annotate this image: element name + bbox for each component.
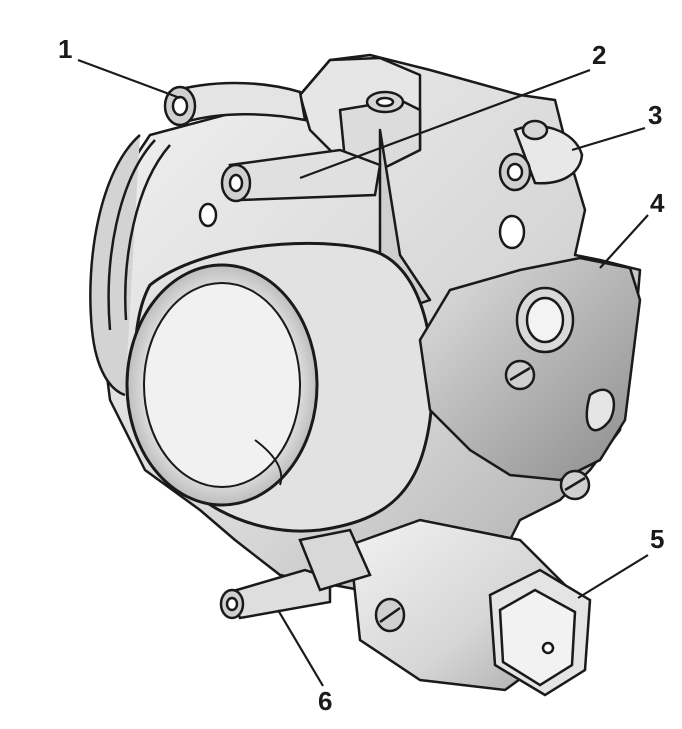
callout-3: 3 (648, 100, 662, 130)
intake-flange (89, 134, 171, 397)
leader-lines (77, 58, 649, 687)
throttle-position-sensor-4 (418, 256, 642, 501)
callout-5: 5 (650, 524, 664, 554)
leader-line-4 (599, 214, 649, 269)
idle-air-control-5 (348, 518, 592, 697)
callout-6: 6 (318, 686, 332, 716)
leader-line-2 (299, 68, 591, 180)
callout-4: 4 (650, 188, 665, 218)
leader-line-6 (277, 609, 324, 687)
callout-2: 2 (592, 40, 606, 70)
callout-1: 1 (58, 34, 72, 64)
nipple-3 (498, 119, 584, 192)
leader-line-3 (571, 126, 646, 152)
leader-line-5 (577, 554, 649, 599)
mounting-holes (198, 202, 526, 250)
leader-line-1 (77, 58, 181, 100)
tube-6 (219, 528, 372, 620)
nipple-1 (163, 81, 307, 127)
throttle-bore (125, 241, 434, 533)
